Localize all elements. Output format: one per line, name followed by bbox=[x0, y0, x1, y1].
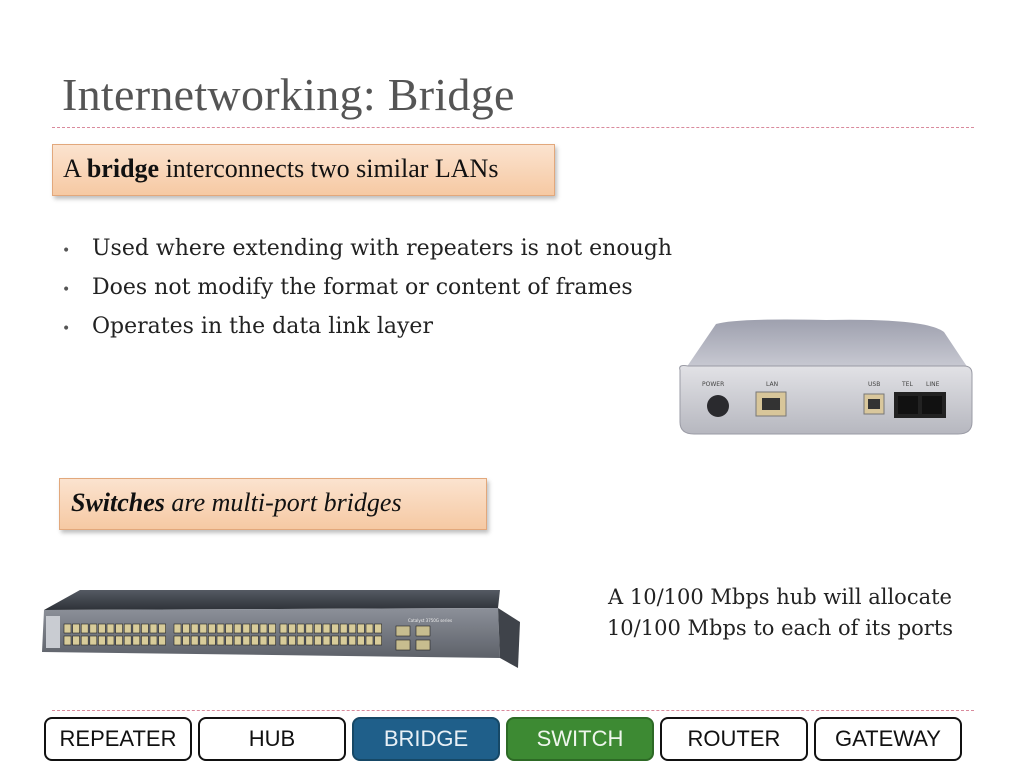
tab-gateway[interactable]: GATEWAY bbox=[814, 717, 962, 761]
ethernet-ports-icon bbox=[63, 623, 431, 651]
bullet-list: • Used where extending with repeaters is … bbox=[62, 236, 672, 353]
switch-definition-callout: Switches are multi-port bridges bbox=[59, 478, 487, 530]
list-item: • Operates in the data link layer bbox=[62, 314, 672, 353]
usb-label: USB bbox=[868, 381, 880, 388]
bullet-text: Operates in the data link layer bbox=[92, 314, 433, 339]
footer-divider bbox=[52, 710, 974, 711]
caption-line: A 10/100 Mbps hub will allocate bbox=[608, 585, 952, 609]
bullet-text: Used where extending with repeaters is n… bbox=[92, 236, 673, 261]
callout-bold-term: bridge bbox=[86, 154, 160, 183]
hub-caption: A 10/100 Mbps hub will allocate 10/100 M… bbox=[560, 582, 1000, 644]
lan-label: LAN bbox=[766, 381, 778, 388]
list-item: • Used where extending with repeaters is … bbox=[62, 236, 672, 275]
power-label: POWER bbox=[702, 381, 724, 388]
bullet-text: Does not modify the format or content of… bbox=[92, 275, 633, 300]
bridge-device-image: POWER LAN USB TEL LINE bbox=[679, 319, 973, 435]
callout-suffix: are multi-port bridges bbox=[164, 488, 402, 517]
line-label: LINE bbox=[926, 381, 940, 388]
power-port-icon bbox=[707, 395, 729, 417]
tab-hub[interactable]: HUB bbox=[198, 717, 346, 761]
callout-suffix: interconnects two similar LANs bbox=[159, 154, 499, 183]
page-title: Internetworking: Bridge bbox=[62, 69, 515, 120]
network-switch-image: Catalyst 3750G series bbox=[42, 590, 520, 668]
bullet-icon: • bbox=[62, 243, 71, 259]
callout-bold-term: Switches bbox=[71, 488, 165, 517]
bullet-icon: • bbox=[62, 321, 71, 337]
switch-model-label: Catalyst 3750G series bbox=[408, 618, 452, 623]
tab-repeater[interactable]: REPEATER bbox=[44, 717, 192, 761]
tel-label: TEL bbox=[901, 381, 913, 388]
title-divider bbox=[52, 127, 974, 128]
list-item: • Does not modify the format or content o… bbox=[62, 275, 672, 314]
tab-router[interactable]: ROUTER bbox=[660, 717, 808, 761]
tab-bridge[interactable]: BRIDGE bbox=[352, 717, 500, 761]
tab-switch[interactable]: SWITCH bbox=[506, 717, 654, 761]
callout-prefix: A bbox=[63, 154, 87, 183]
bullet-icon: • bbox=[62, 282, 71, 298]
bridge-definition-callout: A bridge interconnects two similar LANs bbox=[52, 144, 555, 196]
caption-line: 10/100 Mbps to each of its ports bbox=[606, 616, 954, 640]
